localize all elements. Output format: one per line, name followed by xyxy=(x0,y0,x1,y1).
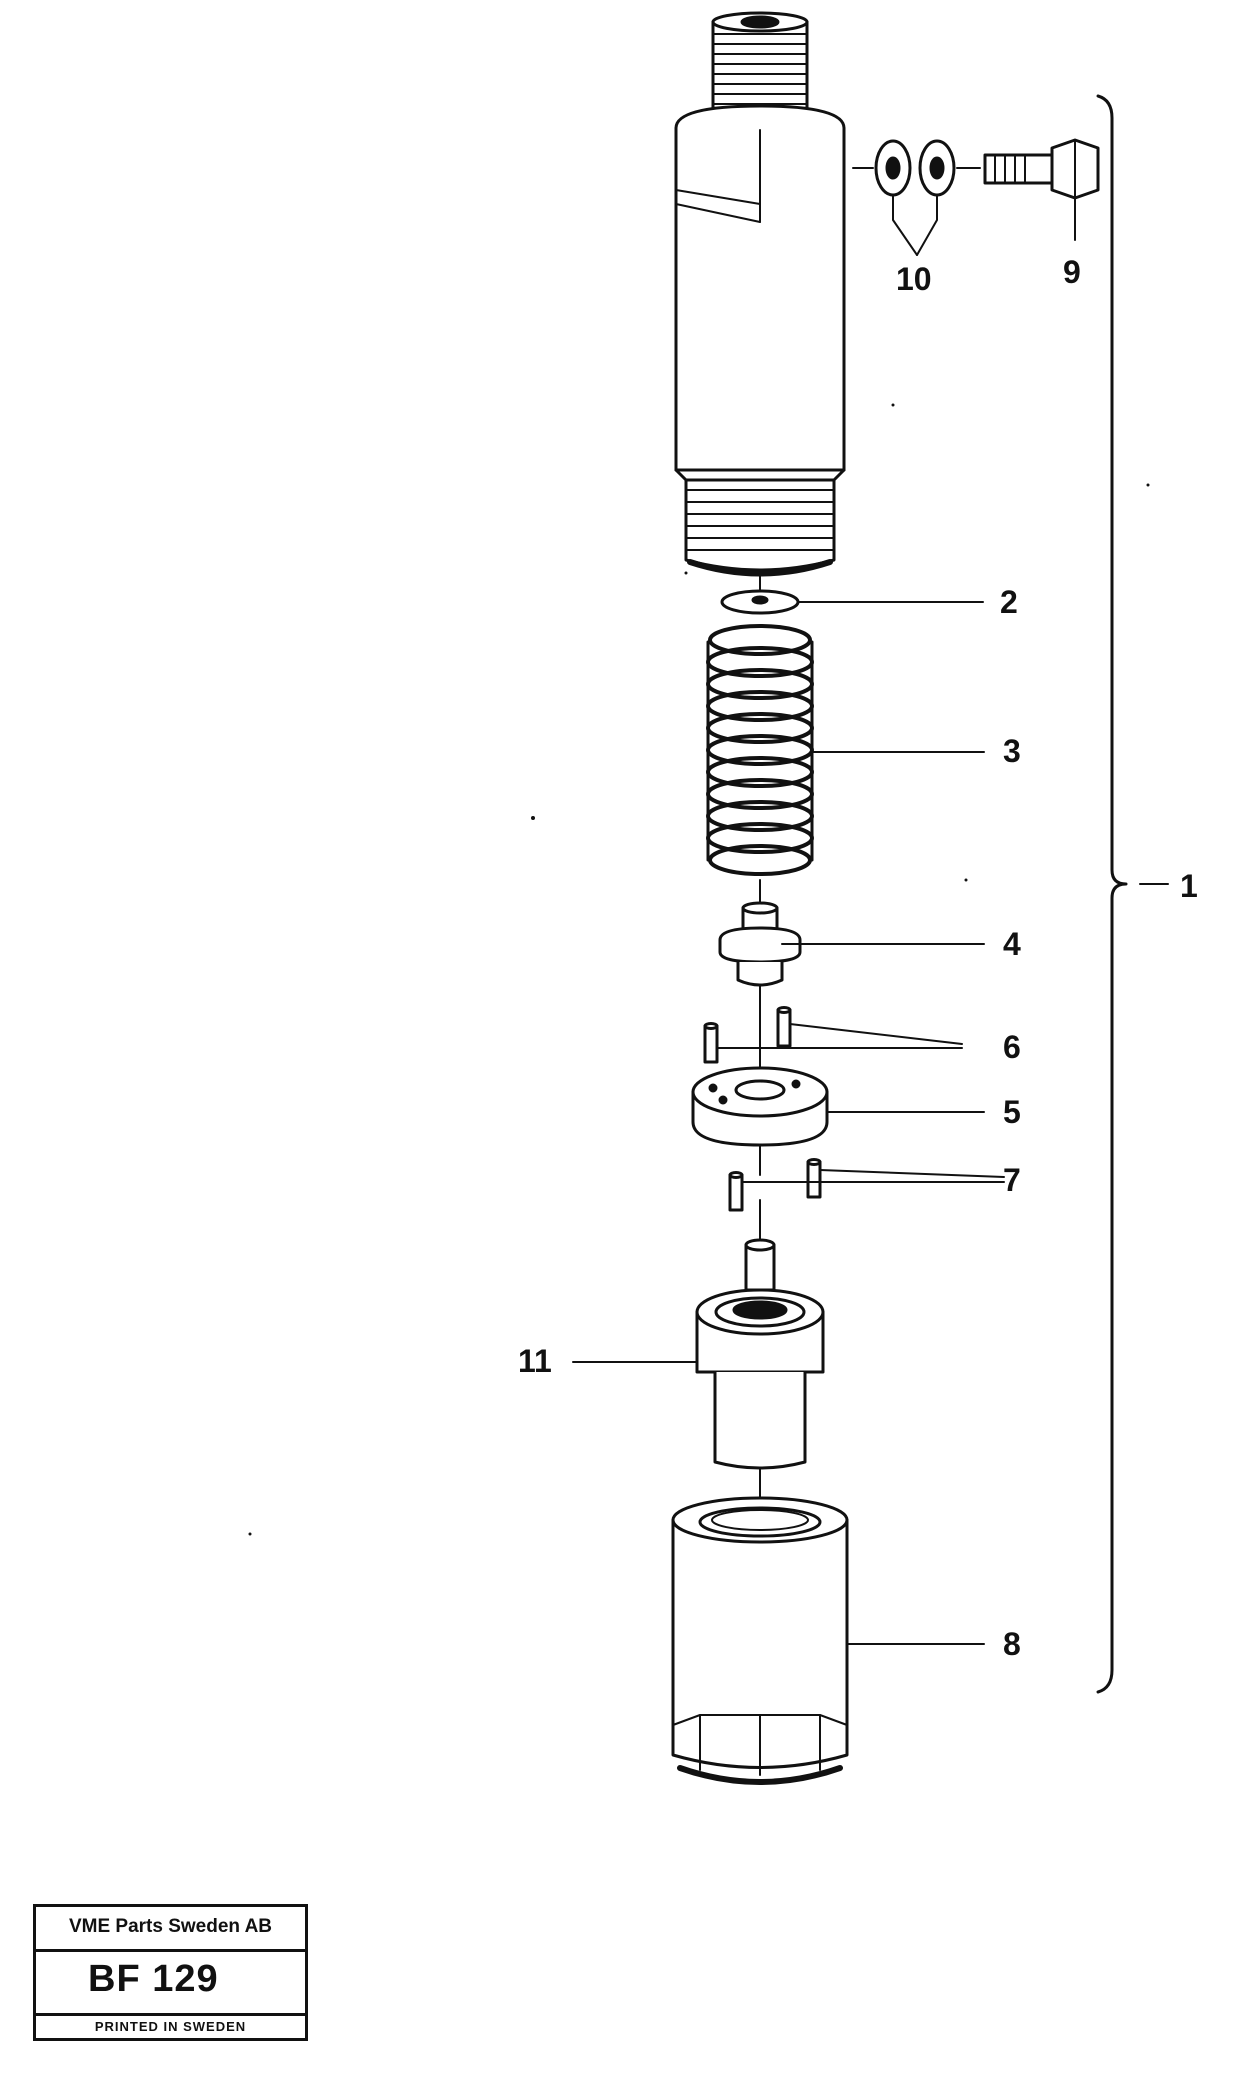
callout-7: 7 xyxy=(1003,1162,1021,1198)
upper-dowel-pins xyxy=(703,1006,792,1064)
title-block-company: VME Parts Sweden AB xyxy=(36,1907,305,1952)
callout-3: 3 xyxy=(1003,733,1021,769)
callout-11: 11 xyxy=(518,1343,552,1379)
spindle xyxy=(718,901,802,987)
intermediate-disc xyxy=(691,1066,829,1147)
assembly-brace xyxy=(1096,94,1128,1694)
scan-speckles xyxy=(248,403,1150,1536)
nozzle-nut xyxy=(671,1496,849,1785)
callout-1: 1 xyxy=(1180,868,1198,904)
title-block-footer: PRINTED IN SWEDEN xyxy=(36,2013,305,2038)
banjo-bolt xyxy=(983,138,1100,200)
callout-2: 2 xyxy=(1000,584,1018,620)
callout-6: 6 xyxy=(1003,1029,1021,1065)
title-block-code: BF 129 xyxy=(88,1958,219,2000)
callout-9: 9 xyxy=(1063,254,1081,290)
callouts: 1 2 3 4 5 6 7 8 9 10 11 xyxy=(518,254,1198,1662)
callout-4: 4 xyxy=(1003,926,1021,962)
callout-5: 5 xyxy=(1003,1094,1021,1130)
pressure-spring xyxy=(706,624,814,876)
title-block: VME Parts Sweden AB BF 129 PRINTED IN SW… xyxy=(33,1904,308,2041)
leader-lines xyxy=(572,194,1169,1645)
callout-10: 10 xyxy=(896,261,932,297)
injector-holder-body xyxy=(674,11,846,577)
nozzle xyxy=(695,1238,825,1470)
callout-8: 8 xyxy=(1003,1626,1021,1662)
shim xyxy=(720,589,800,615)
washers xyxy=(852,139,981,197)
lower-dowel-pins xyxy=(728,1158,822,1212)
